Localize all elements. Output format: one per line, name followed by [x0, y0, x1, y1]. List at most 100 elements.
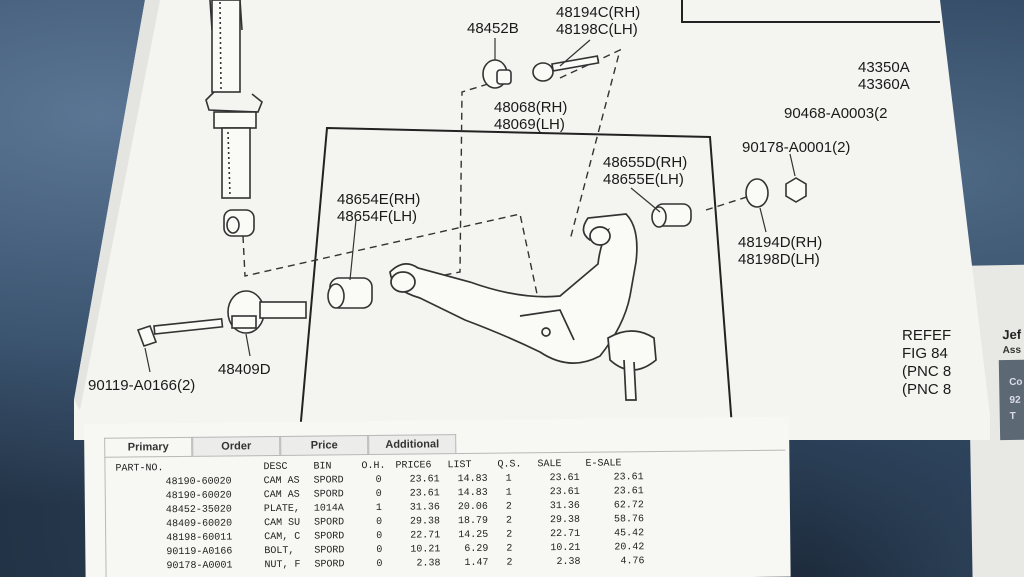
table-cell: 0	[376, 544, 383, 556]
control-arm-drawing	[389, 213, 657, 401]
table-cell: 29.38	[409, 516, 441, 528]
table-cell: 22.71	[550, 528, 581, 541]
part-48654e-drawing	[327, 277, 373, 309]
table-cell: 23.61	[549, 472, 580, 485]
table-cell: 23.61	[409, 474, 440, 486]
table-cell: 1	[505, 473, 512, 485]
table-cell: 2	[505, 515, 513, 527]
label-pnc-2: (PNC 8	[902, 381, 951, 398]
table-cell: SPORD	[314, 559, 345, 571]
table-cell: 29.38	[549, 514, 581, 527]
table-cell: 14.83	[457, 473, 488, 486]
table-header: PART-NO. DESC BIN O.H. PRICE6 LIST Q.S. …	[105, 458, 621, 478]
col-desc: DESC	[263, 461, 288, 474]
table-cell: 58.76	[613, 514, 645, 526]
part-48452b-drawing	[482, 59, 512, 89]
table-cell: 18.79	[457, 515, 489, 528]
table-cell: 1.47	[464, 557, 489, 570]
table-cell: 45.42	[614, 528, 645, 540]
paper-surface	[74, 0, 990, 440]
label-48655e-lh: 48655E(LH)	[603, 171, 684, 188]
table-cell: SPORD	[313, 475, 344, 487]
parts-table: PART-NO. DESC BIN O.H. PRICE6 LIST Q.S. …	[104, 449, 787, 577]
label-48198d-lh: 48198D(LH)	[738, 251, 820, 268]
tab-additional[interactable]: Additional	[368, 434, 457, 455]
col-sale: SALE	[537, 459, 562, 471]
table-cell: 48409-60020	[166, 518, 233, 531]
tab-primary[interactable]: Primary	[104, 436, 193, 457]
table-cell: 0	[375, 474, 382, 486]
col-bin: BIN	[313, 461, 332, 473]
tab-order[interactable]: Order	[192, 435, 281, 456]
label-90468: 90468-A0003(2	[784, 105, 887, 122]
label-fig-84: FIG 84	[902, 345, 948, 362]
col-qs: Q.S.	[497, 459, 522, 471]
label-48655d-rh: 48655D(RH)	[603, 154, 687, 171]
col-list: LIST	[447, 459, 472, 472]
label-pnc-1: (PNC 8	[902, 363, 951, 380]
col-oh: O.H.	[361, 460, 386, 473]
label-48452b: 48452B	[467, 20, 519, 37]
table-cell: 1	[505, 487, 512, 499]
label-48654f-lh: 48654F(LH)	[337, 208, 417, 225]
table-cell: 23.61	[549, 486, 580, 499]
label-48194d-rh: 48194D(RH)	[738, 234, 822, 251]
label-48068-rh: 48068(RH)	[494, 99, 567, 116]
table-cell: 0	[376, 530, 383, 542]
table-cell: 22.71	[410, 530, 441, 542]
shock-absorber-drawing	[205, 0, 263, 237]
part-48194c-drawing	[532, 55, 600, 82]
table-cell: 2	[506, 543, 513, 555]
table-cell: SPORD	[314, 545, 345, 557]
table-cell: 20.42	[614, 542, 645, 554]
table-cell: PLATE,	[263, 503, 300, 516]
table-cell: 14.25	[458, 529, 489, 542]
part-48655d-drawing	[651, 177, 807, 228]
table-cell: 2	[505, 501, 512, 513]
label-48069-lh: 48069(LH)	[494, 116, 565, 133]
table-cell: 6.29	[464, 543, 489, 556]
table-cell: 48452-35020	[165, 504, 232, 517]
label-48194c-rh: 48194C(RH)	[556, 4, 640, 21]
label-43360a: 43360A	[858, 76, 910, 93]
table-cell: 0	[375, 516, 383, 528]
table-cell: 10.21	[550, 542, 581, 555]
table-cell: 23.61	[409, 488, 440, 500]
label-43350a: 43350A	[858, 59, 910, 76]
table-cell: 48190-60020	[165, 476, 232, 489]
col-price6: PRICE6	[395, 460, 432, 472]
col-part-no: PART-NO.	[115, 463, 164, 475]
table-cell: 48198-60011	[166, 532, 233, 545]
parts-price-screen: Primary Order Price Additional PART-NO. …	[84, 416, 791, 577]
table-cell: 1	[375, 502, 382, 514]
table-cell: 90119-A0166	[166, 546, 233, 559]
label-48409d: 48409D	[218, 361, 271, 378]
label-48654e-rh: 48654E(RH)	[337, 191, 420, 208]
label-48198c-lh: 48198C(LH)	[556, 21, 638, 38]
table-cell: 2	[506, 529, 513, 541]
table-cell: 20.06	[457, 501, 488, 514]
table-cell: CAM AS	[263, 489, 300, 502]
table-cell: 48190-60020	[165, 490, 232, 503]
table-cell: 2.38	[416, 558, 441, 570]
label-refer: REFEF	[902, 327, 951, 344]
table-cell: 10.21	[410, 544, 441, 556]
table-cell: SPORD	[314, 531, 345, 543]
table-cell: 14.83	[457, 487, 488, 500]
table-cell: CAM SU	[263, 517, 301, 530]
table-cell: 2	[506, 557, 513, 569]
table-cell: 62.72	[613, 500, 644, 512]
table-cell: 23.61	[613, 472, 644, 484]
table-cell: SPORD	[313, 489, 344, 501]
tab-price[interactable]: Price	[280, 435, 369, 455]
table-cell: 4.76	[620, 556, 645, 568]
table-cell: 90178-A0001	[166, 560, 233, 573]
table-cell: 2.38	[556, 556, 581, 569]
table-cell: 0	[376, 558, 383, 570]
table-cell: 31.36	[409, 502, 440, 514]
table-cell: CAM, C	[264, 531, 301, 544]
col-e-sale: E-SALE	[585, 458, 622, 470]
